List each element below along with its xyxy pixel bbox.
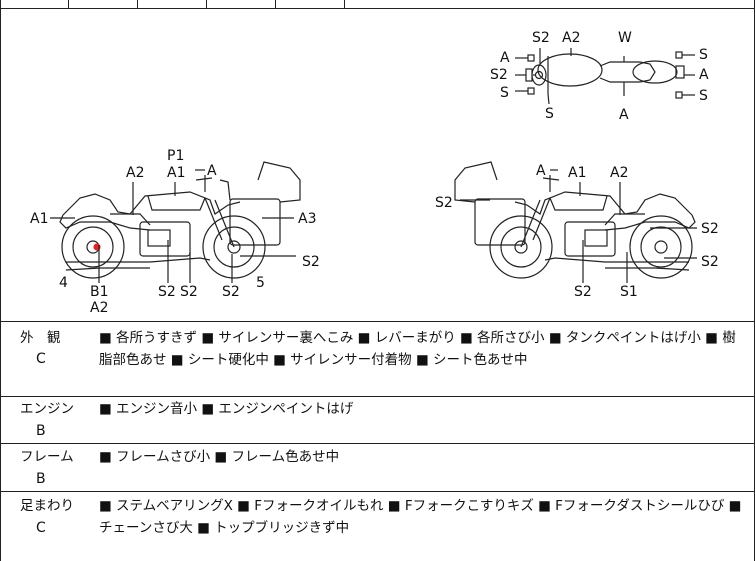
row-text-engine: ■ エンジン音小 ■ エンジンペイントはげ bbox=[99, 401, 354, 417]
label-s2-left: S2 bbox=[490, 67, 508, 83]
label-s-right2: S bbox=[699, 88, 708, 104]
label-a2-low: A2 bbox=[90, 300, 109, 316]
label-a3: A3 bbox=[298, 211, 317, 227]
left-bike-leaders bbox=[50, 169, 296, 283]
label-s2-r2: S2 bbox=[701, 254, 719, 270]
header-divider bbox=[137, 0, 138, 8]
header-top-border bbox=[0, 8, 755, 9]
row-text-frame: ■ フレームさび小 ■ フレーム色あせ中 bbox=[99, 449, 340, 465]
table-row-divider bbox=[0, 443, 755, 444]
label-a-right: A bbox=[699, 67, 709, 83]
label-p1: P1 bbox=[167, 148, 185, 164]
header-divider bbox=[275, 0, 276, 8]
table-row-divider bbox=[0, 491, 755, 492]
right-bike-outline bbox=[454, 161, 696, 279]
left-border bbox=[0, 0, 1, 561]
label-s2-left-right: S2 bbox=[435, 195, 453, 211]
table-top-border bbox=[0, 321, 755, 322]
label-a-left: A bbox=[500, 50, 510, 66]
label-num-4: 4 bbox=[59, 275, 68, 291]
row-text-exterior: ■ 各所うすきず ■ サイレンサー裏へこみ ■ レバーまがり ■ 各所さび小 ■… bbox=[99, 330, 736, 368]
label-s2-bottom-right: S2 bbox=[574, 284, 592, 300]
label-a2-top: A2 bbox=[562, 30, 581, 46]
left-bike-outline bbox=[59, 161, 301, 279]
label-s2-b: S2 bbox=[180, 284, 198, 300]
label-w-top: W bbox=[618, 30, 632, 46]
label-s2-c: S2 bbox=[222, 284, 240, 300]
label-a2-right: A2 bbox=[610, 165, 629, 181]
table-row-divider bbox=[0, 396, 755, 397]
row-grade-suspension: C bbox=[36, 520, 46, 536]
header-divider bbox=[344, 0, 345, 8]
label-s-left: S bbox=[500, 85, 509, 101]
row-grade-exterior: C bbox=[36, 351, 46, 367]
row-grade-engine: B bbox=[36, 423, 46, 439]
label-s1-right: S1 bbox=[620, 284, 638, 300]
label-a-bottom: A bbox=[619, 107, 629, 123]
header-divider bbox=[206, 0, 207, 8]
label-s-bottom: S bbox=[545, 106, 554, 122]
label-a1-right: A1 bbox=[568, 165, 587, 181]
label-num-5: 5 bbox=[256, 275, 265, 291]
label-a-lever: A bbox=[207, 163, 217, 179]
label-s2-top: S2 bbox=[532, 30, 550, 46]
row-label-exterior: 外 観 bbox=[20, 330, 61, 346]
label-b1: B1 bbox=[90, 284, 109, 300]
label-s2-a: S2 bbox=[158, 284, 176, 300]
label-s-right1: S bbox=[699, 47, 708, 63]
row-text-suspension: ■ ステムベアリングX ■ Fフォークオイルもれ ■ Fフォークこすりキズ ■ … bbox=[99, 498, 742, 536]
label-a1-upper: A1 bbox=[167, 165, 186, 181]
label-a1-side: A1 bbox=[30, 211, 49, 227]
right-bike-leaders bbox=[460, 169, 697, 283]
header-divider bbox=[68, 0, 69, 8]
label-s2-r1: S2 bbox=[701, 221, 719, 237]
label-a2: A2 bbox=[126, 165, 145, 181]
row-grade-frame: B bbox=[36, 471, 46, 487]
top-view-bike bbox=[515, 48, 695, 105]
row-label-engine: エンジン bbox=[20, 401, 74, 417]
label-s2-right: S2 bbox=[302, 254, 320, 270]
label-a-lever-right: A bbox=[536, 163, 546, 179]
row-label-frame: フレーム bbox=[20, 449, 74, 465]
row-label-suspension: 足まわり bbox=[20, 498, 74, 514]
